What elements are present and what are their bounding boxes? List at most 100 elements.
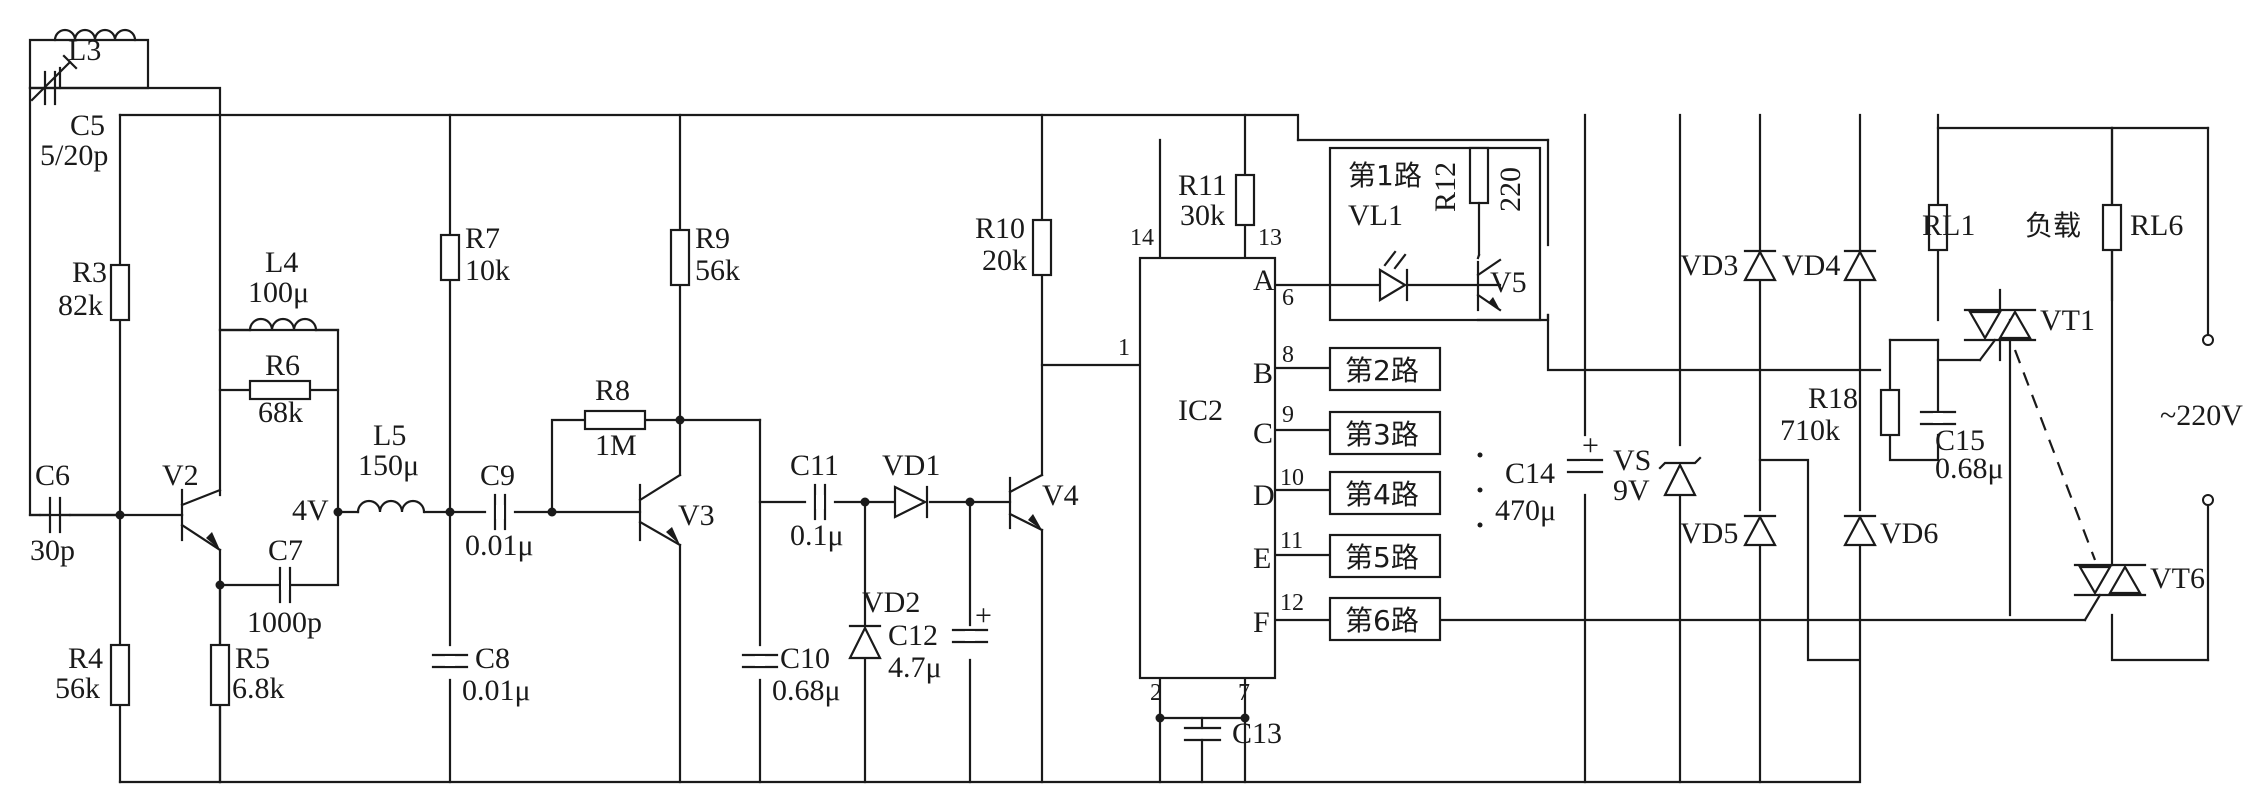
transistor-V5 (1476, 201, 1502, 312)
label-VD5: VD5 (1680, 517, 1738, 550)
label-ch6: 第6路 (1345, 604, 1419, 637)
label-R7-value: 10k (465, 254, 510, 287)
label-R6: R6 (265, 349, 300, 382)
capacitor-C9 (493, 493, 507, 531)
capacitor-C15 (1919, 410, 1957, 426)
resistor-R18 (1879, 388, 1901, 437)
ic-pin-14: 14 (1130, 225, 1154, 251)
label-R12: R12 (1429, 162, 1462, 212)
label-C15-value: 0.68μ (1935, 452, 2004, 485)
label-C14: C14 (1505, 457, 1555, 490)
ic-port-A: A (1253, 264, 1275, 297)
triac-VT6 (2073, 563, 2147, 622)
label-R11-value: 30k (1180, 199, 1225, 232)
zener-VS (1658, 456, 1702, 497)
label-R5-value: 6.8k (232, 672, 285, 705)
label-ac-220V: ~220V (2160, 399, 2243, 432)
resistor-R4 (109, 643, 131, 707)
resistor-R11 (1234, 173, 1256, 227)
label-VT1: VT1 (2040, 304, 2095, 337)
label-VL1: VL1 (1348, 199, 1403, 232)
capacitor-C12 (951, 628, 989, 644)
label-R12-value: 220 (1494, 167, 1527, 212)
label-L4: L4 (265, 246, 298, 279)
diode-VD1 (893, 485, 929, 519)
label-VD6: VD6 (1880, 517, 1938, 550)
channel-4-box (1328, 470, 1442, 516)
label-R11: R11 (1178, 169, 1227, 202)
transistor-V4 (1008, 473, 1044, 532)
ic-port-D: D (1253, 479, 1275, 512)
capacitor-C8 (431, 653, 469, 669)
label-C5: C5 (70, 109, 105, 142)
label-plus-C12: + (975, 599, 992, 632)
resistor-R6 (248, 379, 312, 401)
label-R7: R7 (465, 222, 500, 255)
channel-1-module (1328, 146, 1542, 322)
label-R6-value: 68k (258, 396, 303, 429)
diode-VD4 (1843, 249, 1877, 282)
diode-VD3 (1743, 249, 1777, 282)
label-R8-value: 1M (595, 429, 637, 462)
capacitor-C10 (741, 653, 779, 669)
capacitor-C13 (1183, 716, 1222, 784)
label-R18-value: 710k (1780, 414, 1840, 447)
label-C15: C15 (1935, 424, 1985, 457)
ac-terminal-bottom (2202, 494, 2214, 506)
load-RL1 (1927, 203, 1949, 252)
label-R10-value: 20k (982, 244, 1027, 277)
triac-VT1 (1963, 288, 2037, 362)
led-VL1 (1378, 250, 1480, 302)
label-VD2: VD2 (862, 586, 920, 619)
ic-port-C: C (1253, 417, 1273, 450)
label-R8: R8 (595, 374, 630, 407)
transistor-V2 (180, 488, 222, 552)
label-ch5: 第5路 (1345, 541, 1419, 574)
label-V5: V5 (1490, 266, 1527, 299)
resistor-R8 (583, 409, 647, 431)
label-IC2: IC2 (1178, 394, 1223, 427)
inductor-L4 (218, 317, 340, 332)
label-C6-value: 30p (30, 534, 75, 567)
label-VD1: VD1 (882, 449, 940, 482)
label-ch2: 第2路 (1345, 354, 1419, 387)
label-C8: C8 (475, 642, 510, 675)
channel-6-box (1328, 596, 1442, 642)
label-V4: V4 (1042, 479, 1079, 512)
label-C10-value: 0.68μ (772, 674, 841, 707)
label-R18: R18 (1808, 382, 1858, 415)
transistor-V3 (638, 473, 682, 547)
label-C11-value: 0.1μ (790, 519, 844, 552)
label-C5-value: 5/20p (40, 139, 108, 172)
channel-3-box (1328, 410, 1442, 456)
label-ch3: 第3路 (1345, 418, 1419, 451)
label-4V: 4V (292, 494, 329, 527)
channel-2-box (1328, 346, 1442, 392)
diode-VD6 (1843, 514, 1877, 547)
capacitor-C5 (30, 54, 78, 106)
label-L5: L5 (373, 419, 406, 452)
label-VD3: VD3 (1680, 249, 1738, 282)
label-V2: V2 (162, 459, 199, 492)
label-C9: C9 (480, 459, 515, 492)
diode-VD5 (1743, 514, 1777, 547)
ic-pin-2: 2 (1150, 680, 1162, 706)
label-R4: R4 (68, 642, 103, 675)
ic-IC2 (1138, 256, 1277, 680)
label-RL6: RL6 (2130, 209, 2183, 242)
label-load: 负载 (2025, 209, 2081, 242)
label-R9: R9 (695, 222, 730, 255)
label-C11: C11 (790, 449, 839, 482)
label-C7: C7 (268, 534, 303, 567)
label-R10: R10 (975, 212, 1025, 245)
ic-pin-9: 9 (1282, 402, 1294, 428)
resistor-R9 (669, 228, 691, 287)
label-C10: C10 (780, 642, 830, 675)
label-ch1: 第1路 (1348, 159, 1422, 192)
inductor-L5 (356, 499, 426, 514)
label-RL1: RL1 (1922, 209, 1975, 242)
label-R4-value: 56k (55, 672, 100, 705)
label-C6: C6 (35, 459, 70, 492)
label-R3-value: 82k (58, 289, 103, 322)
